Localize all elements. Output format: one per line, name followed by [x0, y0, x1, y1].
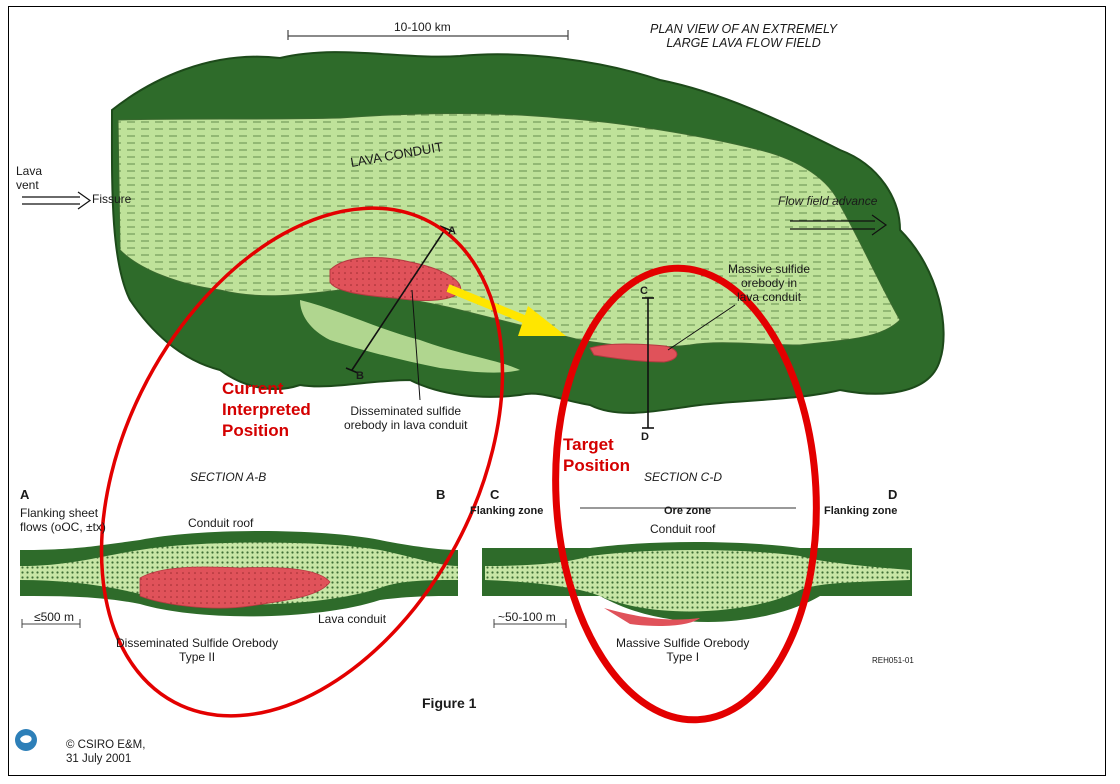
figure-label: Figure 1 — [422, 696, 476, 710]
vent-arrow — [22, 192, 90, 209]
target-position-annotation: Target Position — [563, 434, 630, 476]
flanking-sheet-label: Flanking sheet flows (oOC, ±tx) — [20, 506, 106, 534]
flow-advance-label: Flow field advance — [778, 194, 877, 208]
lava-flow-field — [112, 52, 944, 413]
section-cd-title: SECTION C-D — [644, 470, 722, 484]
figure-code: REH051-01 — [872, 654, 914, 668]
section-ab-title: SECTION A-B — [190, 470, 266, 484]
section-cd-roof-label: Conduit roof — [650, 522, 715, 536]
section-ab-scale-label: ≤500 m — [34, 610, 74, 624]
point-d-label: D — [641, 430, 649, 444]
plan-scale-label: 10-100 km — [394, 20, 451, 34]
disseminated-sulfide-plan-label: Disseminated sulfide orebody in lava con… — [344, 404, 467, 432]
section-ab-conduit-label: Lava conduit — [318, 612, 386, 626]
section-ab-right-end: B — [436, 488, 445, 502]
section-cd-left-end: C — [490, 488, 499, 502]
disseminated-orebody-label: Disseminated Sulfide Orebody Type II — [116, 636, 278, 664]
credit-date: 31 July 2001 — [66, 752, 131, 766]
current-position-annotation: Current Interpreted Position — [222, 378, 311, 441]
point-c-label: C — [640, 284, 648, 298]
section-cd-right-end: D — [888, 488, 897, 502]
point-a-label: A — [448, 224, 456, 238]
ore-zone-label: Ore zone — [664, 504, 711, 518]
flanking-zone-right: Flanking zone — [824, 504, 897, 518]
section-cd-scale-label: ~50-100 m — [498, 610, 556, 624]
section-ab-roof-label: Conduit roof — [188, 516, 253, 530]
massive-orebody-label: Massive Sulfide Orebody Type I — [616, 636, 749, 664]
massive-sulfide-plan-label: Massive sulfide orebody in lava conduit — [728, 262, 810, 304]
flanking-zone-left: Flanking zone — [470, 504, 543, 518]
fissure-label: Fissure — [92, 192, 131, 206]
lava-vent-label: Lava vent — [16, 164, 42, 192]
plan-view-title: PLAN VIEW OF AN EXTREMELY LARGE LAVA FLO… — [650, 22, 837, 50]
section-ab-left-end: A — [20, 488, 29, 502]
section-ab-drawing — [20, 531, 458, 628]
point-b-label: B — [356, 369, 364, 383]
csiro-logo-icon — [14, 728, 38, 752]
credit-org: © CSIRO E&M, — [66, 738, 145, 752]
